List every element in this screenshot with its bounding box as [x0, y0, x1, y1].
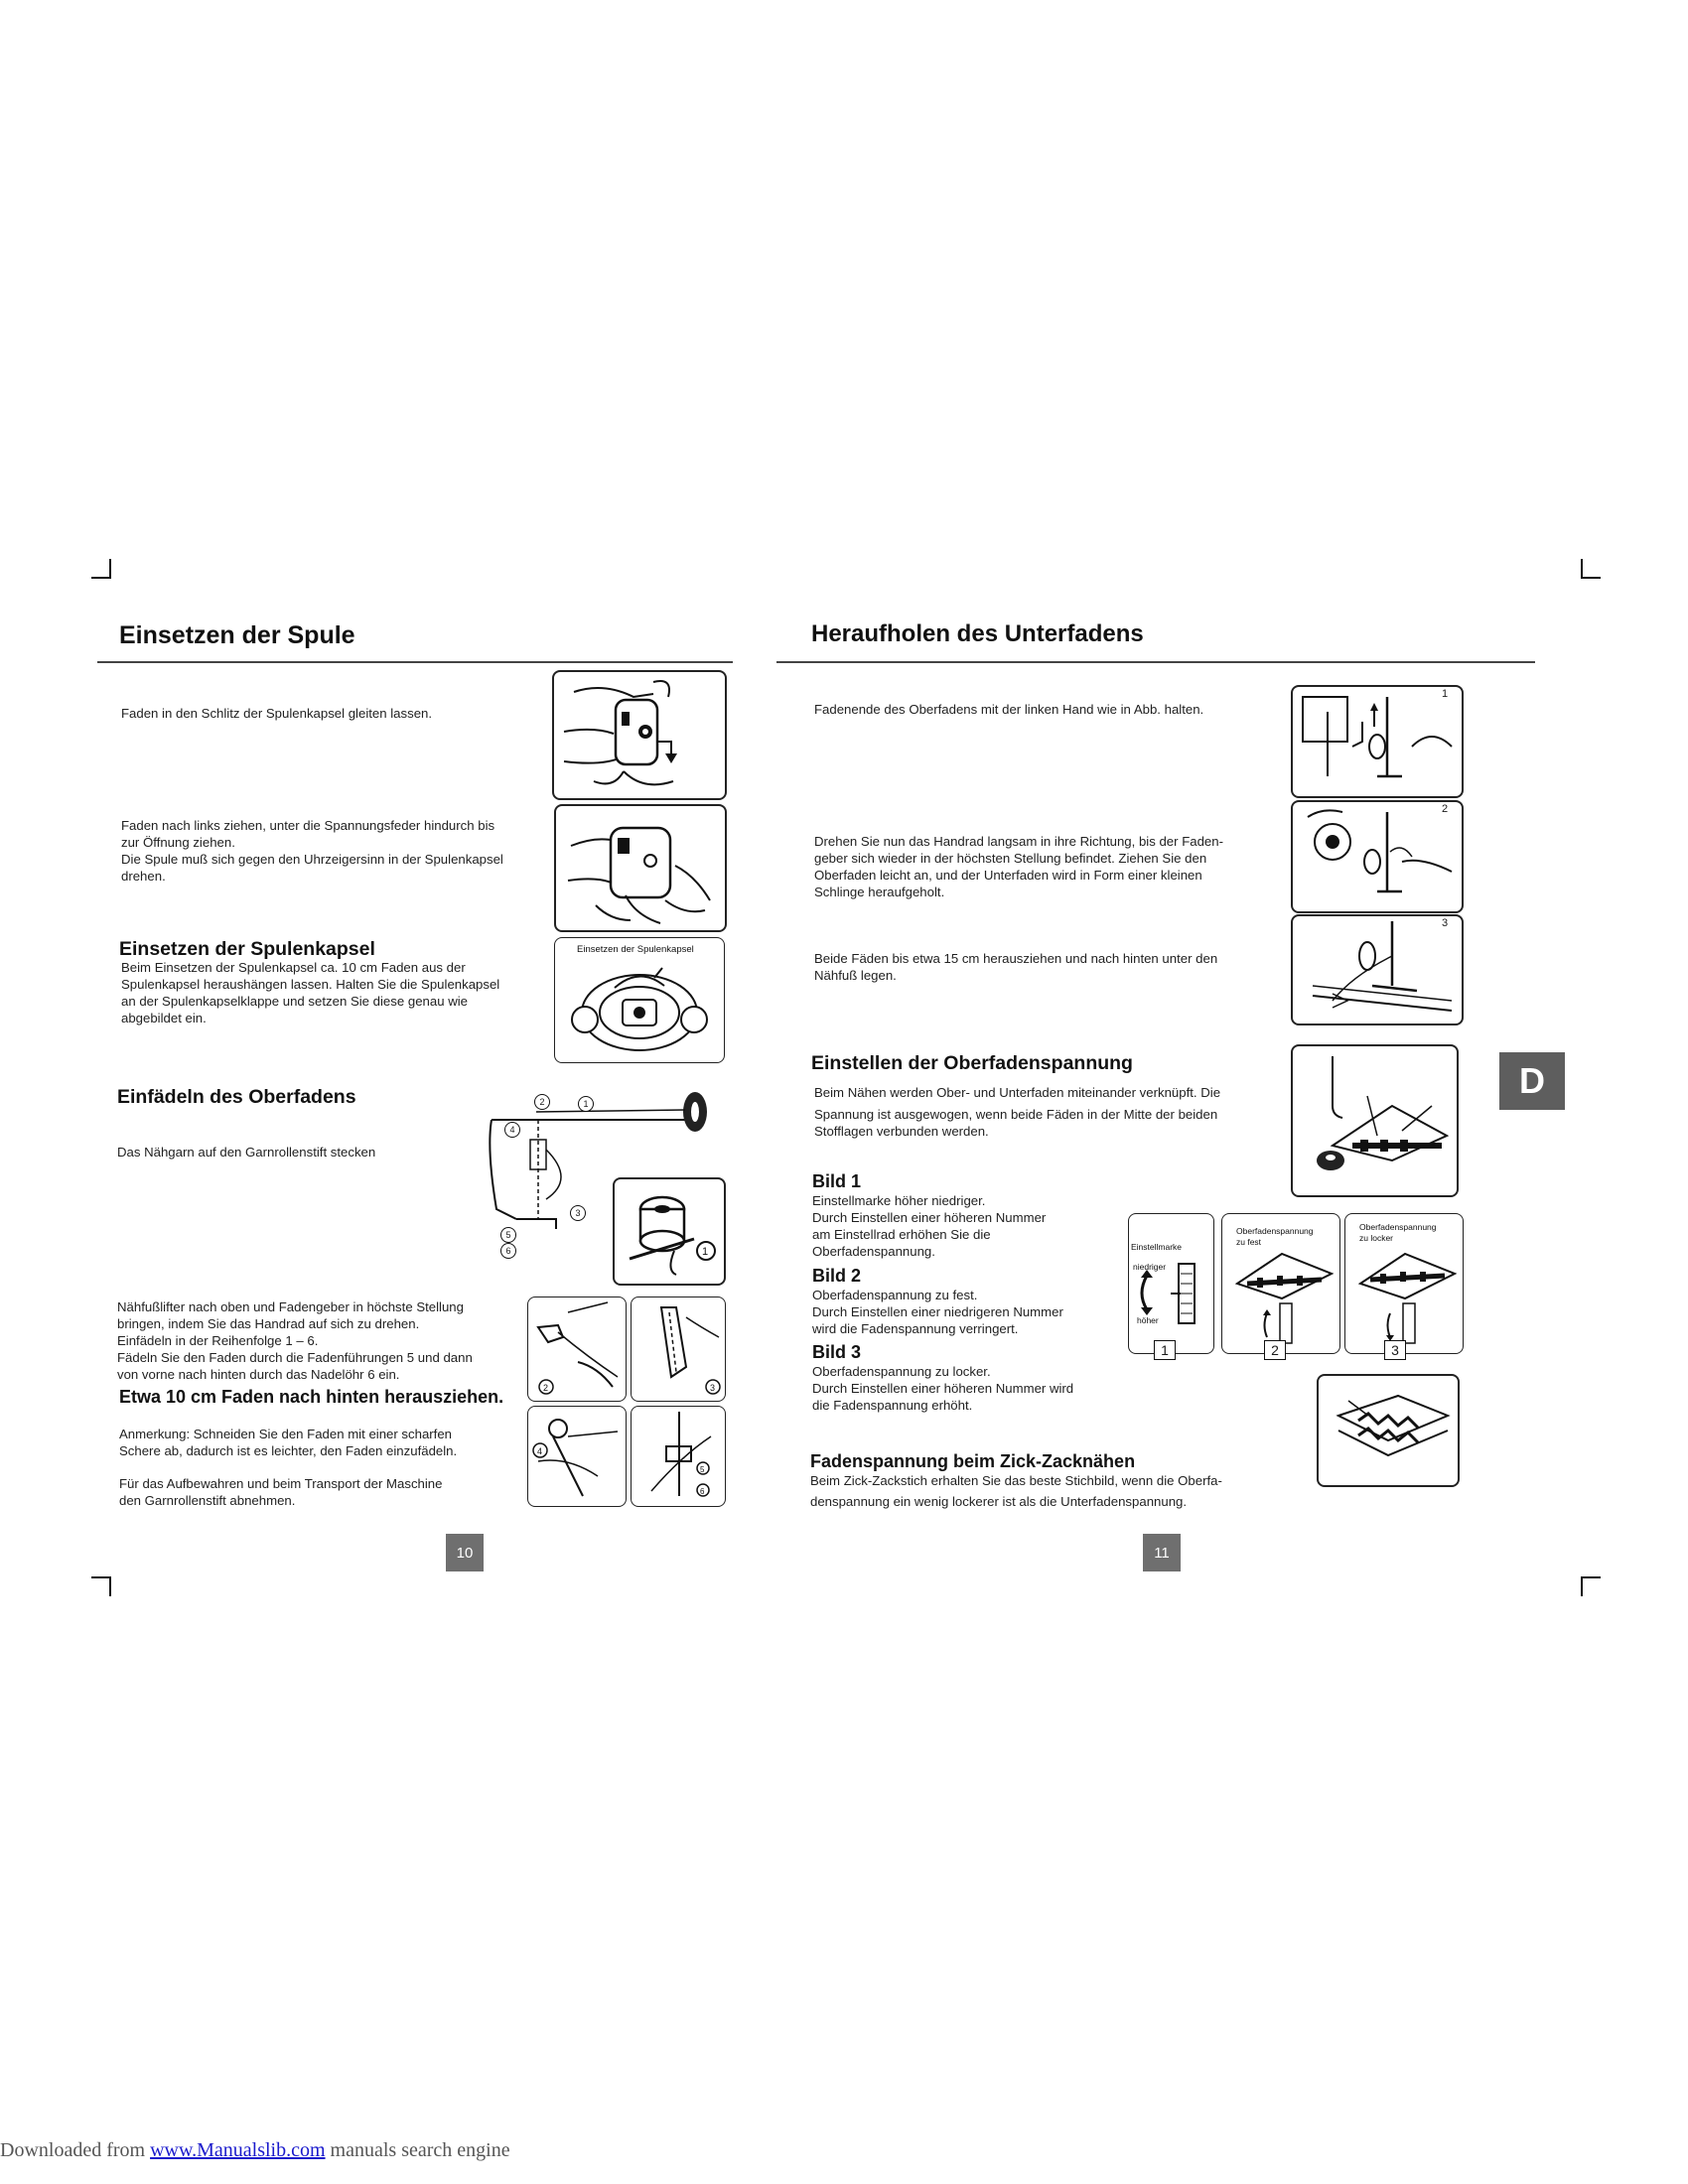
tension-box-number-3: 3: [1384, 1340, 1406, 1360]
right-page-number: 11: [1143, 1534, 1181, 1571]
bild3-heading: Bild 3: [812, 1342, 862, 1362]
bild1-heading: Bild 1: [812, 1171, 862, 1191]
bild2-heading: Bild 2: [812, 1266, 862, 1286]
bobbin-thread-figure-2: [1291, 800, 1464, 913]
storage-note-text: Für das Aufbewahren und beim Transport d…: [119, 1476, 443, 1508]
download-footer: Downloaded from www.Manualslib.com manua…: [0, 2139, 510, 2162]
callout-4: 4: [504, 1122, 520, 1138]
svg-text:2: 2: [543, 1383, 548, 1393]
threading-intro: Das Nähgarn auf den Garnrollenstift stec…: [117, 1145, 376, 1160]
bobbin-thread-figure-3: [1291, 914, 1464, 1025]
crop-mark-top-left: [91, 559, 111, 579]
svg-text:3: 3: [710, 1383, 715, 1393]
spool-pin-figure: 1: [613, 1177, 726, 1286]
callout-2: 2: [534, 1094, 550, 1110]
bobbin-thread-figure-1: [1291, 685, 1464, 798]
bild2-text: Oberfadenspannung zu fest. Durch Einstel…: [812, 1288, 1063, 1336]
svg-text:1: 1: [702, 1246, 708, 1258]
tension-heading: Einstellen der Oberfadenspannung: [811, 1052, 1133, 1074]
tension-box-number-2: 2: [1264, 1340, 1286, 1360]
svg-text:6: 6: [700, 1487, 705, 1496]
too-tight-label-2: zu fest: [1236, 1237, 1262, 1247]
too-loose-label-1: Oberfadenspannung: [1359, 1222, 1437, 1232]
bobbin-case-heading: Einsetzen der Spulenkapsel: [119, 938, 375, 960]
dial-mark-label: Einstellmarke: [1131, 1242, 1183, 1252]
footer-suffix: manuals search engine: [325, 2139, 510, 2161]
bild1-text: Einstellmarke höher niedriger. Durch Ein…: [812, 1193, 1047, 1259]
bobbin-case-figure: Einsetzen der Spulenkapsel: [554, 937, 725, 1063]
threading-figure-b: 3: [631, 1297, 726, 1402]
threading-note-text: Anmerkung: Schneiden Sie den Faden mit e…: [119, 1427, 458, 1458]
zigzag-text: Beim Zick-Zackstich erhalten Sie das bes…: [810, 1473, 1222, 1509]
threading-path-diagram: 1 2 3 4 5 6: [487, 1090, 725, 1259]
zigzag-heading: Fadenspannung beim Zick-Zacknähen: [810, 1451, 1136, 1471]
bobbin-thread-step3: Beide Fäden bis etwa 15 cm herausziehen …: [814, 951, 1218, 983]
pull-thread-heading: Etwa 10 cm Faden nach hinten herausziehe…: [119, 1387, 504, 1407]
svg-text:5: 5: [700, 1465, 705, 1474]
threading-steps-text: Nähfußlifter nach oben und Fadengeber in…: [117, 1299, 473, 1382]
zigzag-stitch-figure: [1317, 1374, 1460, 1487]
bobbin-step1-text: Faden in den Schlitz der Spulenkapsel gl…: [121, 706, 433, 721]
crop-mark-bottom-right: [1581, 1576, 1601, 1596]
bobbin-slit-figure: [552, 670, 727, 800]
callout-5: 5: [500, 1227, 516, 1243]
bild3-text: Oberfadenspannung zu locker. Durch Einst…: [812, 1364, 1074, 1413]
figure-number-1: 1: [1442, 688, 1449, 700]
callout-3: 3: [570, 1205, 586, 1221]
tension-intro: Beim Nähen werden Ober- und Unterfaden m…: [814, 1085, 1221, 1139]
bobbin-case-figure-label: Einsetzen der Spulenkapsel: [577, 944, 694, 955]
crop-mark-top-right: [1581, 559, 1601, 579]
dial-lower-label: niedriger: [1133, 1262, 1167, 1272]
language-tab: D: [1499, 1052, 1565, 1110]
figure-number-3: 3: [1442, 917, 1449, 929]
callout-6: 6: [500, 1243, 516, 1259]
footer-prefix: Downloaded from: [0, 2139, 151, 2161]
right-title-rule: [776, 661, 1535, 663]
tension-box-number-1: 1: [1154, 1340, 1176, 1360]
too-tight-label-1: Oberfadenspannung: [1236, 1226, 1314, 1236]
too-loose-label-2: zu locker: [1359, 1233, 1394, 1243]
left-page-number: 10: [446, 1534, 484, 1571]
bobbin-thread-step1: Fadenende des Oberfadens mit der linken …: [814, 702, 1204, 717]
right-page-title: Heraufholen des Unterfadens: [811, 620, 1144, 647]
figure-number-2: 2: [1442, 803, 1449, 815]
callout-1: 1: [578, 1096, 594, 1112]
bobbin-thread-step2: Drehen Sie nun das Handrad langsam in ih…: [814, 834, 1223, 899]
svg-text:4: 4: [537, 1446, 542, 1456]
threading-heading: Einfädeln des Oberfadens: [117, 1086, 356, 1108]
left-page-title: Einsetzen der Spule: [119, 621, 355, 649]
crop-mark-bottom-left: [91, 1576, 111, 1596]
bobbin-tension-figure: [554, 804, 727, 932]
tension-too-loose-figure: Oberfadenspannung zu locker: [1344, 1213, 1464, 1354]
threading-figure-c: 4: [527, 1406, 627, 1507]
bobbin-case-text: Beim Einsetzen der Spulenkapsel ca. 10 c…: [121, 960, 500, 1025]
dial-higher-label: höher: [1137, 1315, 1159, 1325]
tension-too-tight-figure: Oberfadenspannung zu fest: [1221, 1213, 1340, 1354]
tension-dial-figure: Einstellmarke niedriger höher: [1128, 1213, 1214, 1354]
bobbin-step2-text: Faden nach links ziehen, unter die Spann…: [121, 818, 503, 884]
threading-figure-a: 2: [527, 1297, 627, 1402]
manualslib-link[interactable]: www.Manualslib.com: [150, 2139, 326, 2161]
left-title-rule: [97, 661, 733, 663]
tension-balance-figure: [1291, 1044, 1459, 1197]
